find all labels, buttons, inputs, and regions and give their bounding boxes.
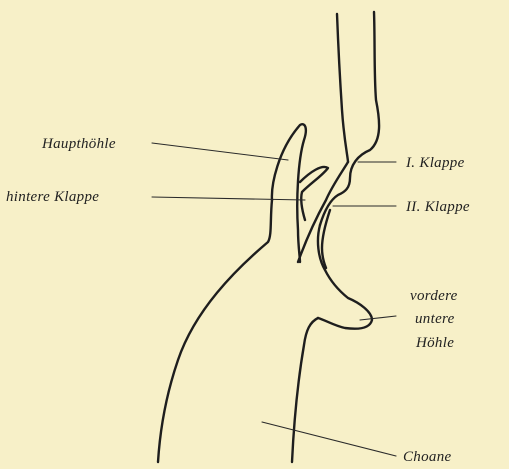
leader-vordere <box>360 316 396 320</box>
leader-haupthoehle <box>152 143 288 160</box>
label-vordere-line3: Höhle <box>415 335 454 351</box>
label-choane: Choane <box>403 449 452 465</box>
label-vordere-line2: untere <box>415 311 455 327</box>
label-hintere-klappe: hintere Klappe <box>6 189 99 205</box>
second-klappe-wall <box>318 225 372 329</box>
leader-choane <box>262 422 396 456</box>
label-klappe-2: II. Klappe <box>405 199 470 215</box>
leader-hintere-klappe <box>152 197 305 200</box>
label-vordere-line1: vordere <box>410 288 458 304</box>
label-haupthoehle: Haupthöhle <box>41 136 116 152</box>
left-long-wall <box>158 200 272 462</box>
choane-right-wall <box>292 318 318 462</box>
upper-tube-left <box>337 14 348 162</box>
label-klappe-1: I. Klappe <box>405 155 465 171</box>
